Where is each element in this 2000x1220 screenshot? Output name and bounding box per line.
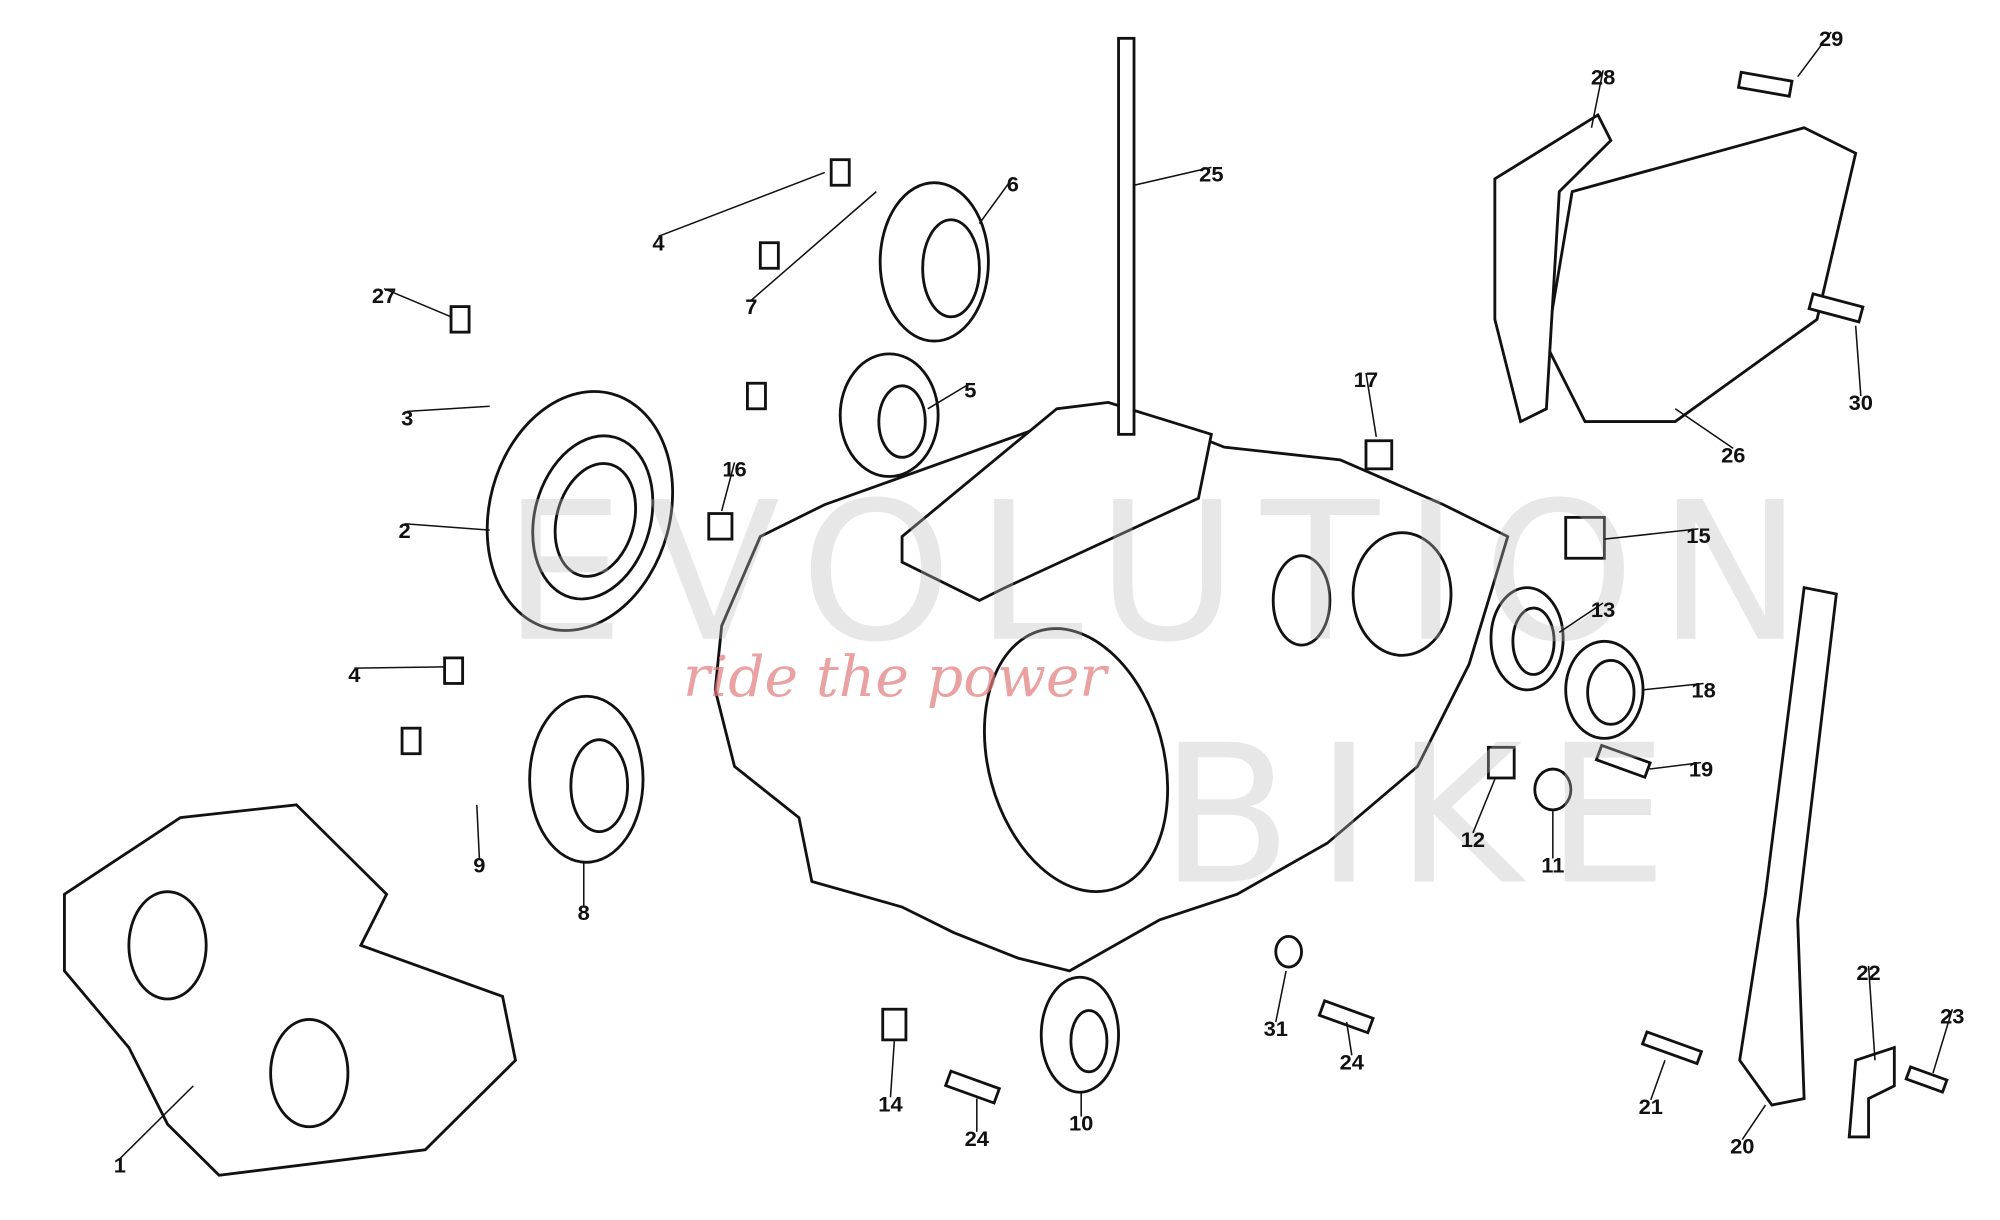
callout-4b: 4 <box>348 662 360 687</box>
callout-12: 12 <box>1461 827 1485 852</box>
cover-26 <box>1544 126 1858 423</box>
leader-line <box>354 666 445 669</box>
leader-line <box>476 804 481 859</box>
leader-line <box>1854 325 1862 397</box>
callout-24b: 24 <box>1340 1049 1364 1074</box>
callout-9: 9 <box>473 853 485 878</box>
leader-line <box>407 405 490 413</box>
leader-line <box>1642 682 1704 691</box>
callout-29: 29 <box>1819 26 1843 51</box>
callout-14: 14 <box>878 1092 902 1117</box>
small-fasteners <box>400 70 1949 1105</box>
leader-line <box>1649 761 1702 770</box>
plate-28 <box>1493 112 1613 424</box>
leader-line <box>119 1085 194 1160</box>
callout-6: 6 <box>1007 172 1019 197</box>
callout-24a: 24 <box>965 1126 989 1151</box>
callout-10: 10 <box>1069 1111 1093 1136</box>
watermark-tagline: ride the power <box>683 645 1110 710</box>
leader-line <box>1674 408 1734 450</box>
leader-line <box>658 171 826 238</box>
leader-line <box>383 288 452 318</box>
callout-3: 3 <box>401 405 413 430</box>
callout-20: 20 <box>1730 1134 1754 1159</box>
bearing-8 <box>528 694 645 864</box>
leader-line <box>1558 602 1604 633</box>
leader-line <box>1741 1104 1767 1140</box>
watermark-line1: EVOLUTION <box>503 462 1826 685</box>
callout-11: 11 <box>1541 853 1564 878</box>
leader-lines <box>119 31 1954 1160</box>
seal-13 <box>1489 586 1565 692</box>
callout-18: 18 <box>1691 678 1715 703</box>
leader-line <box>1345 1021 1353 1056</box>
leader-line <box>978 177 1014 225</box>
watermark-line2: BIKE <box>1160 704 1691 927</box>
bracket-22 <box>1847 1045 1896 1139</box>
callout-27: 27 <box>372 283 396 308</box>
callout-16: 16 <box>722 457 746 482</box>
leader-line <box>720 462 736 512</box>
leader-line <box>1275 970 1287 1023</box>
leader-line <box>927 382 971 410</box>
bearing-10 <box>1039 975 1120 1094</box>
stud <box>1117 36 1136 436</box>
leader-line <box>404 523 490 531</box>
leader-line <box>1604 528 1699 540</box>
leader-line <box>1133 166 1212 186</box>
leader-line <box>1590 70 1604 128</box>
callout-21: 21 <box>1639 1094 1663 1119</box>
leader-line <box>1472 778 1496 834</box>
bearing-6 <box>878 181 990 343</box>
callout-30: 30 <box>1849 390 1873 415</box>
leader-line <box>1797 31 1832 78</box>
callout-31: 31 <box>1264 1016 1288 1041</box>
leader-line <box>1932 1008 1954 1074</box>
callout-15: 15 <box>1686 523 1710 548</box>
chain-guide-20 <box>1738 585 1838 1107</box>
callout-26: 26 <box>1721 443 1745 468</box>
leader-line <box>1365 372 1378 438</box>
callout-13: 13 <box>1591 597 1615 622</box>
callout-8: 8 <box>578 900 590 925</box>
leader-line <box>1867 965 1876 1061</box>
leader-line <box>889 1041 896 1098</box>
callout-19: 19 <box>1689 757 1713 782</box>
callout-17: 17 <box>1354 367 1378 392</box>
leader-line <box>750 191 877 301</box>
callout-22: 22 <box>1856 960 1880 985</box>
callout-7: 7 <box>745 294 757 319</box>
bearing-5 <box>838 352 940 478</box>
bearing-2 <box>485 390 675 632</box>
callout-5: 5 <box>964 377 976 402</box>
callout-28: 28 <box>1591 64 1615 89</box>
callout-labels: 1234456789101112131415161718192021222324… <box>114 26 1965 1178</box>
callout-1: 1 <box>114 1153 126 1178</box>
callout-23: 23 <box>1940 1003 1964 1028</box>
callout-4a: 4 <box>652 230 664 255</box>
leader-line <box>1650 1060 1666 1101</box>
callout-25: 25 <box>1199 161 1223 186</box>
watermark: EVOLUTION BIKE ride the power <box>503 462 1826 928</box>
callout-2: 2 <box>399 518 411 543</box>
